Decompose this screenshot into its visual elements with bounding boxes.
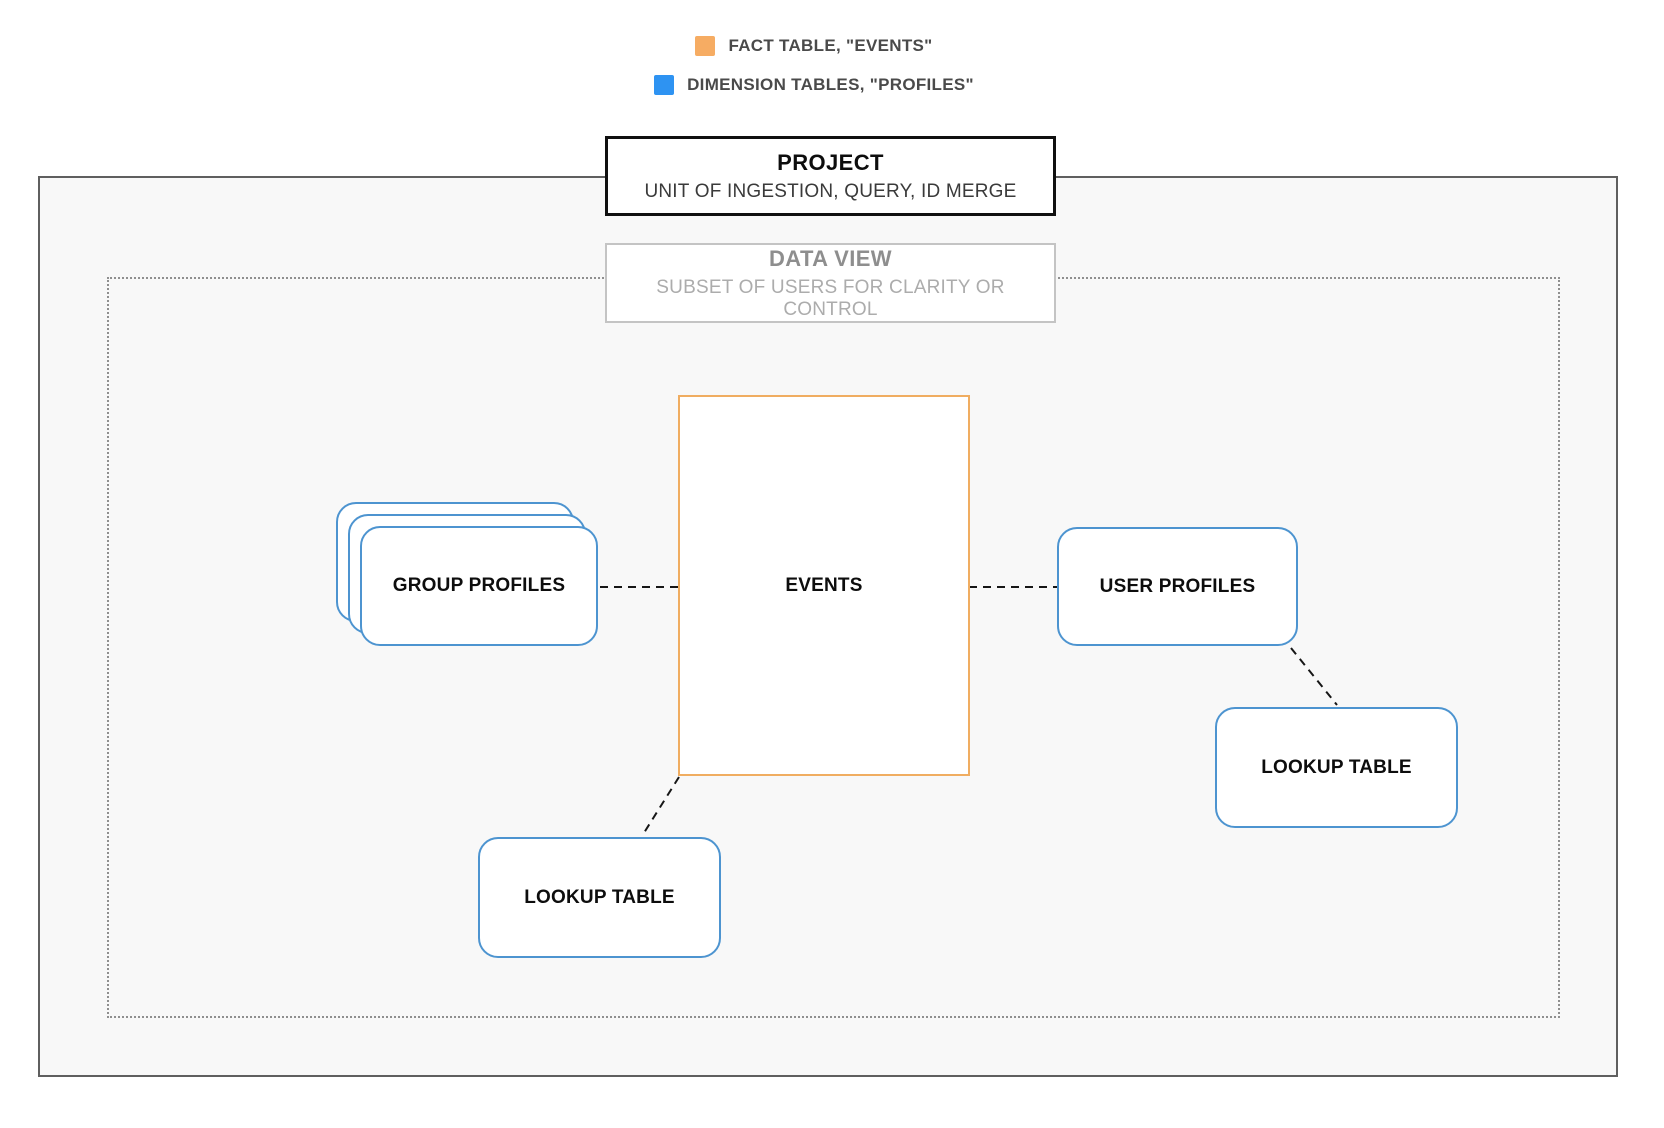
legend-item-fact-table: FACT TABLE, "EVENTS" [695, 36, 932, 56]
legend-label-fact-table: FACT TABLE, "EVENTS" [728, 36, 933, 55]
legend: FACT TABLE, "EVENTS" DIMENSION TABLES, "… [0, 36, 1628, 95]
lookup-table-bottom-node: LOOKUP TABLE [478, 837, 721, 958]
legend-label-dimension-tables: DIMENSION TABLES, "PROFILES" [687, 75, 974, 94]
data-view-subtitle: SUBSET OF USERS FOR CLARITY OR CONTROL [656, 276, 1005, 320]
project-title: PROJECT [777, 149, 884, 175]
lookup-table-bottom-label: LOOKUP TABLE [524, 886, 675, 908]
events-node: EVENTS [678, 395, 970, 776]
project-header-box: PROJECT UNIT OF INGESTION, QUERY, ID MER… [605, 136, 1056, 216]
user-profiles-node: USER PROFILES [1057, 527, 1298, 646]
lookup-table-right-node: LOOKUP TABLE [1215, 707, 1458, 828]
events-label: EVENTS [785, 574, 863, 596]
group-profiles-label: GROUP PROFILES [392, 575, 566, 596]
data-view-header-box: DATA VIEW SUBSET OF USERS FOR CLARITY OR… [605, 243, 1056, 323]
legend-item-dimension-tables: DIMENSION TABLES, "PROFILES" [654, 75, 974, 95]
lookup-table-right-label: LOOKUP TABLE [1261, 756, 1412, 778]
project-subtitle: UNIT OF INGESTION, QUERY, ID MERGE [644, 180, 1017, 202]
group-profiles-node: GROUP PROFILES [360, 526, 598, 646]
dimension-tables-swatch-icon [654, 75, 675, 95]
user-profiles-label: USER PROFILES [1099, 575, 1256, 597]
data-view-title: DATA VIEW [769, 245, 892, 271]
fact-table-swatch-icon [695, 36, 716, 56]
